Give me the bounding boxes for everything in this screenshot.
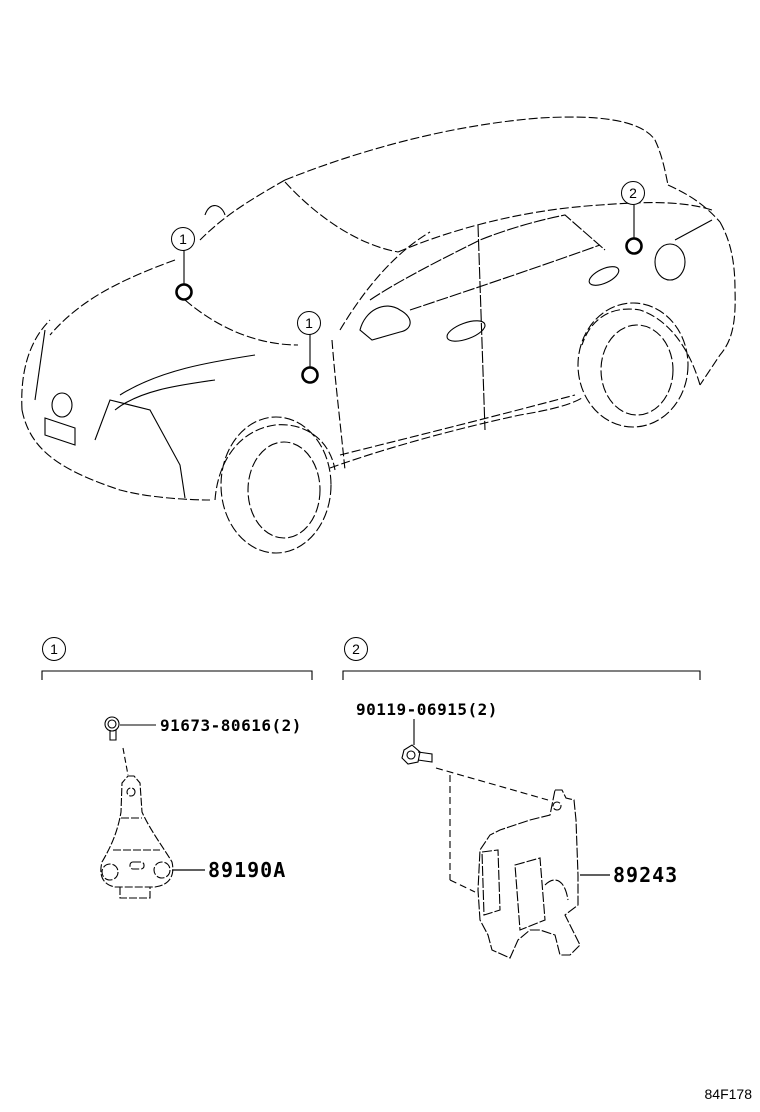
front-wheel — [220, 416, 332, 554]
group-1-callout: 1 — [42, 637, 66, 661]
rear-wheel — [577, 302, 689, 428]
vehicle-wheels — [220, 302, 689, 554]
vehicle-callout-2: 2 — [621, 181, 645, 205]
part-number-90119-06915[interactable]: 90119-06915(2) — [356, 700, 498, 719]
reference-code: 84F178 — [704, 1086, 752, 1102]
sensor-marker-rear — [625, 237, 643, 255]
group-brackets — [41, 670, 701, 680]
sensor-89190A — [100, 775, 174, 899]
group-1-bracket — [41, 670, 313, 680]
bolt-91673 — [104, 716, 156, 741]
sensor-marker-front-left — [175, 283, 193, 301]
rear-hub — [600, 324, 674, 416]
bolt-guide-lines-2 — [435, 767, 549, 893]
vehicle-illustration — [21, 116, 736, 501]
vehicle-callout-1b: 1 — [297, 311, 321, 335]
part-number-89190A[interactable]: 89190A — [208, 858, 287, 882]
part-number-89243[interactable]: 89243 — [613, 863, 679, 887]
part-number-91673-80616[interactable]: 91673-80616(2) — [160, 716, 302, 735]
group-2-bracket — [342, 670, 701, 680]
group-2-callout: 2 — [344, 637, 368, 661]
vehicle-details — [204, 205, 713, 342]
front-hub — [247, 441, 321, 539]
bolt-guide-line-1 — [122, 747, 129, 776]
vehicle-grille — [34, 329, 256, 499]
module-89243 — [477, 789, 581, 959]
bolt-90119 — [401, 744, 433, 765]
sensor-marker-front-right — [301, 366, 319, 384]
vehicle-callout-1a: 1 — [171, 227, 195, 251]
vehicle-doors — [369, 214, 606, 431]
sensor-markers — [175, 205, 643, 384]
